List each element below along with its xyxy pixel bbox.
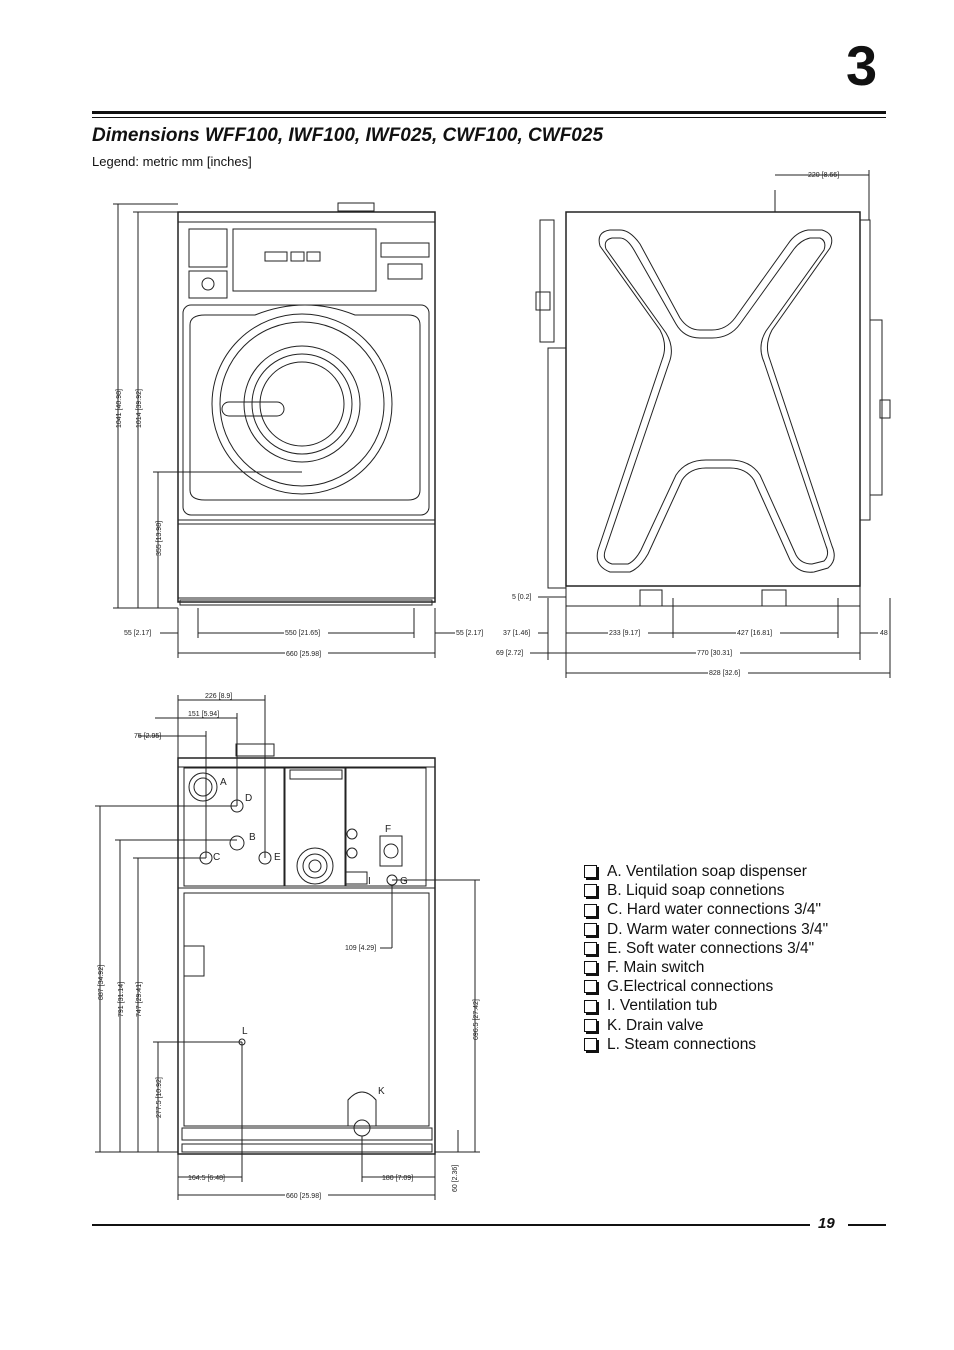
rear-view-drawing	[95, 695, 480, 1200]
dim-rear-60: 60 [2.36]	[452, 1165, 459, 1192]
checkbox-icon	[584, 922, 597, 936]
point-label-b: B	[249, 832, 256, 843]
dim-side-770: 770 [30.31]	[697, 650, 732, 657]
dim-front-h-door: 355 [13.98]	[156, 521, 163, 556]
checkbox-icon	[584, 884, 597, 898]
footer-rule-right	[848, 1224, 886, 1226]
point-label-c: C	[213, 852, 220, 863]
checkbox-icon	[584, 1018, 597, 1032]
dim-rear-75: 75 [2.95]	[134, 733, 161, 740]
dim-side-828: 828 [32.6]	[709, 670, 740, 677]
header-rule-thin	[92, 117, 886, 118]
checkbox-icon	[584, 1037, 597, 1051]
dim-side-top: 220 [8.66]	[808, 172, 839, 179]
chapter-number: 3	[846, 34, 878, 97]
dim-rear-887: 887 [34.92]	[98, 965, 105, 1000]
page-number: 19	[818, 1215, 835, 1232]
point-label-e: E	[274, 852, 281, 863]
connections-legend: A. Ventilation soap dispenser B. Liquid …	[584, 862, 828, 1054]
dim-rear-1645: 164.5 [6.48]	[188, 1175, 225, 1182]
dim-side-427: 427 [16.81]	[737, 630, 772, 637]
dim-side-233: 233 [9.17]	[609, 630, 640, 637]
legend-item: C. Hard water connections 3/4"	[584, 900, 828, 919]
point-label-a: A	[220, 777, 227, 788]
legend-item: G.Electrical connections	[584, 977, 828, 996]
legend-item: A. Ventilation soap dispenser	[584, 862, 828, 881]
side-view-drawing	[530, 170, 891, 678]
dim-rear-6965: 696.5 [27.42]	[473, 999, 480, 1040]
checkbox-icon	[584, 980, 597, 994]
checkbox-icon	[584, 903, 597, 917]
dim-rear-660: 660 [25.98]	[286, 1193, 321, 1200]
dim-rear-180: 180 [7.09]	[382, 1175, 413, 1182]
dim-front-h-total: 1041 [40.98]	[116, 389, 123, 428]
dim-front-h-body: 1014 [39.92]	[136, 389, 143, 428]
dim-rear-747: 747 [29.41]	[136, 982, 143, 1017]
dim-side-69: 69 [2.72]	[496, 650, 523, 657]
legend-item: I. Ventilation tub	[584, 996, 828, 1015]
legend-item: D. Warm water connections 3/4"	[584, 920, 828, 939]
dim-side-48: 48	[880, 630, 888, 637]
legend-note: Legend: metric mm [inches]	[92, 154, 252, 169]
dim-front-w-total: 660 [25.98]	[286, 651, 321, 658]
point-label-d: D	[245, 793, 252, 804]
checkbox-icon	[584, 961, 597, 975]
point-label-k: K	[378, 1086, 385, 1097]
front-view-drawing	[113, 202, 455, 658]
footer-rule	[92, 1224, 810, 1226]
dim-rear-109: 109 [4.29]	[345, 945, 376, 952]
legend-item: B. Liquid soap connetions	[584, 881, 828, 900]
dim-front-w-mid: 550 [21.65]	[285, 630, 320, 637]
dim-front-w-left: 55 [2.17]	[124, 630, 151, 637]
checkbox-icon	[584, 999, 597, 1013]
dim-rear-2775: 277.5 [10.92]	[156, 1077, 163, 1118]
legend-item: L. Steam connections	[584, 1035, 828, 1054]
dim-side-37: 37 [1.46]	[503, 630, 530, 637]
legend-item: F. Main switch	[584, 958, 828, 977]
legend-item: E. Soft water connections 3/4"	[584, 939, 828, 958]
point-label-i: I	[368, 876, 371, 887]
point-label-f: F	[385, 824, 391, 835]
dim-rear-226: 226 [8.9]	[205, 693, 232, 700]
legend-item: K. Drain valve	[584, 1016, 828, 1035]
checkbox-icon	[584, 941, 597, 955]
dim-rear-791: 791 [31.14]	[118, 982, 125, 1017]
point-label-g: G	[400, 876, 408, 887]
dim-front-w-right: 55 [2.17]	[456, 630, 483, 637]
point-label-l: L	[242, 1026, 248, 1037]
page-title: Dimensions WFF100, IWF100, IWF025, CWF10…	[92, 125, 604, 146]
header-rule	[92, 111, 886, 114]
dim-rear-151: 151 [5.94]	[188, 711, 219, 718]
checkbox-icon	[584, 865, 597, 879]
dim-side-5: 5 [0.2]	[512, 594, 532, 601]
